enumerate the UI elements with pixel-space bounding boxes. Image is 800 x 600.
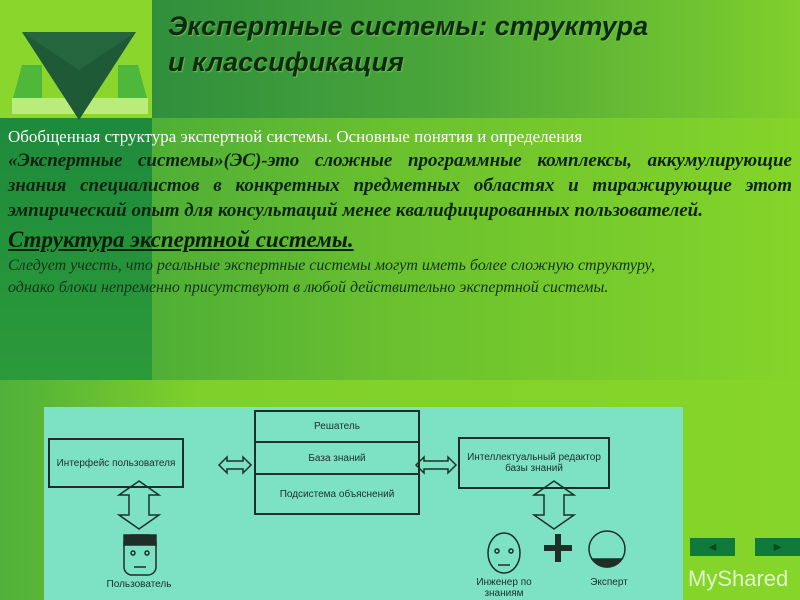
plus-icon <box>544 534 572 562</box>
engineer-label: Инженер по знаниям <box>476 577 532 599</box>
double-arrow-icon <box>217 455 253 475</box>
user-label: Пользователь <box>106 579 172 590</box>
explanation-subsystem-block: Подсистема объяснений <box>254 473 420 515</box>
expert-label: Эксперт <box>590 577 628 588</box>
user-face-icon <box>123 534 157 576</box>
arrow-left-icon: ◀ <box>708 541 717 553</box>
definition-text: «Экспертные системы»(ЭС)-это сложные про… <box>8 150 792 221</box>
subtitle: Обобщенная структура экспертной системы.… <box>8 127 583 146</box>
expert-face-icon <box>588 530 626 568</box>
prev-slide-button[interactable]: ◀ <box>690 538 735 556</box>
title-line-2: и классификация <box>168 47 404 77</box>
background-title-band <box>152 0 800 118</box>
user-interface-block: Интерфейс пользователя <box>48 438 184 488</box>
structure-diagram: Интерфейс пользователя Решатель База зна… <box>44 407 683 600</box>
knowledge-editor-block: Интеллектуальный редактор базы знаний <box>458 437 610 489</box>
solver-block: Решатель <box>254 410 420 443</box>
background-content <box>152 118 800 380</box>
section-heading: Структура экспертной системы. <box>8 227 354 252</box>
next-slide-button[interactable]: ▶ <box>755 538 800 556</box>
knowledge-base-block: База знаний <box>254 441 420 475</box>
background-left-band <box>0 118 152 380</box>
title-line-1: Экспертные системы: структура <box>168 11 649 41</box>
double-arrow-icon <box>116 480 162 530</box>
triangle-logo-icon <box>12 32 148 120</box>
diagram-arrows <box>116 455 626 576</box>
watermark: MyShared <box>688 566 789 591</box>
slide-content: Обобщенная структура экспертной системы.… <box>8 126 792 299</box>
note-text: Следует учесть, что реальные экспертные … <box>8 257 655 296</box>
double-arrow-icon <box>531 480 577 530</box>
arrow-right-icon: ▶ <box>773 541 782 553</box>
slide-title: Экспертные системы: структура и классифи… <box>168 8 648 80</box>
double-arrow-icon <box>414 455 458 475</box>
engineer-face-icon <box>487 532 521 574</box>
